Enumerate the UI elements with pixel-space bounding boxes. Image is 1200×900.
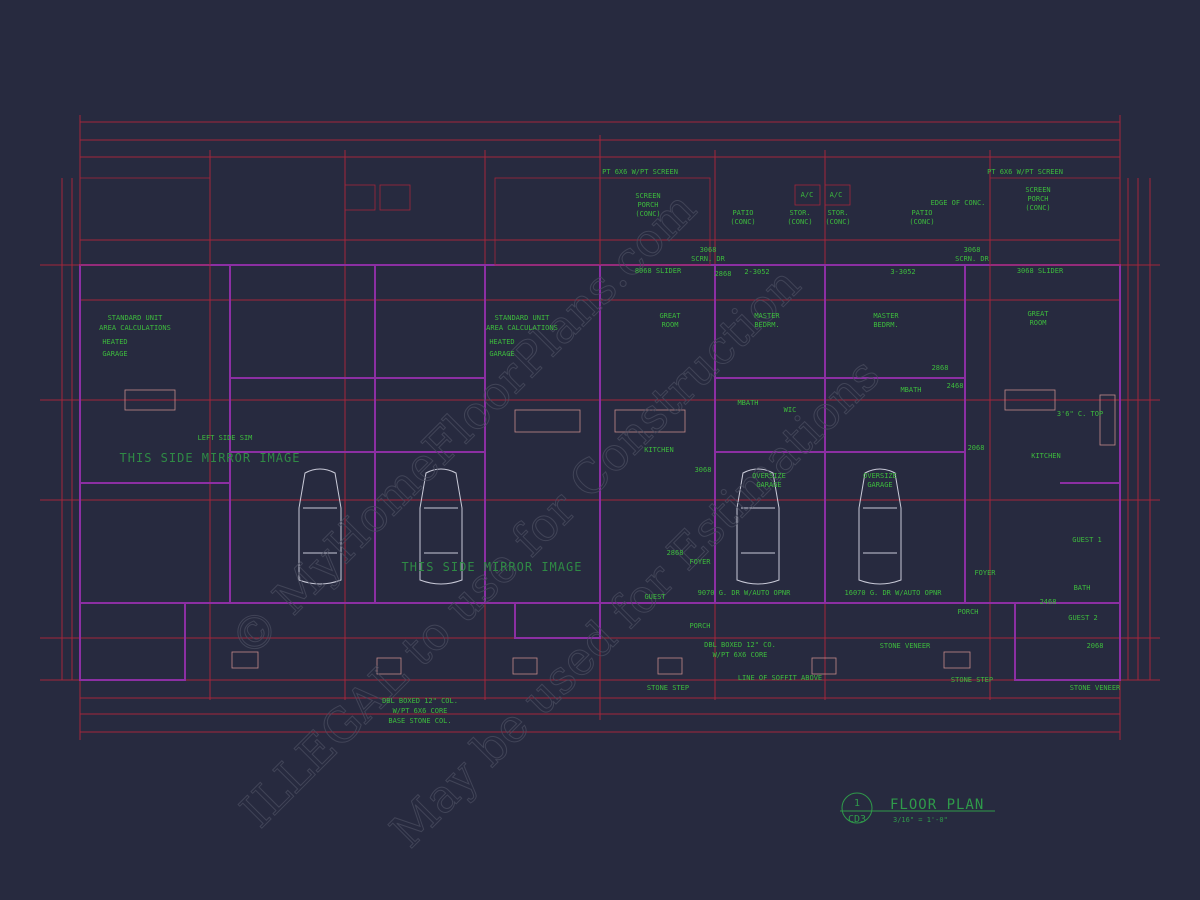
label: LINE OF SOFFIT ABOVE — [738, 674, 822, 682]
label: STONE VENEER — [880, 642, 931, 650]
walls — [79, 177, 1121, 681]
label: AREA CALCULATIONS — [486, 324, 558, 332]
label: BATH — [1074, 584, 1091, 592]
car-icon — [419, 468, 463, 585]
label: (CONC) — [635, 210, 660, 218]
label: STOR. — [789, 209, 810, 217]
label: (CONC) — [909, 218, 934, 226]
label: PATIO — [732, 209, 753, 217]
label: GUEST 2 — [1068, 614, 1098, 622]
sheet-number: CD3 — [848, 814, 866, 825]
label: 2068 — [968, 444, 985, 452]
car-icon — [736, 468, 780, 585]
label: (CONC) — [825, 218, 850, 226]
label: ROOM — [1030, 319, 1047, 327]
label: W/PT 6X6 CORE — [393, 707, 448, 715]
label: HEATED — [102, 338, 127, 346]
label: STOR. — [827, 209, 848, 217]
detail-bubble — [841, 792, 873, 824]
label: 9070 G. DR W/AUTO OPNR — [698, 589, 792, 597]
label: 3068 SLIDER — [1017, 267, 1064, 275]
drawing-title-block: 1 CD3 FLOOR PLAN 3/16" = 1'-0" — [840, 792, 995, 825]
label: PT 6X6 W/PT SCREEN — [987, 168, 1063, 176]
label: SCRN. DR — [955, 255, 990, 263]
label: (CONC) — [787, 218, 812, 226]
label: STANDARD UNIT — [108, 314, 164, 322]
label: 3068 — [695, 466, 712, 474]
label: DBL BOXED 12" CO. — [704, 641, 776, 649]
mirror-label: THIS SIDE MIRROR IMAGE — [120, 451, 301, 465]
label: OVERSIZE — [752, 472, 786, 480]
label: FOYER — [974, 569, 996, 577]
label: A/C — [801, 191, 814, 199]
label: 2-3052 — [744, 268, 769, 276]
label: 2468 — [947, 382, 964, 390]
label: AREA CALCULATIONS — [99, 324, 171, 332]
label: BEDRM. — [873, 321, 898, 329]
label: PATIO — [911, 209, 932, 217]
label: BEDRM. — [754, 321, 779, 329]
label: 2868 — [715, 270, 732, 278]
drawing-title: FLOOR PLAN — [890, 797, 984, 813]
detail-number: 1 — [854, 798, 860, 809]
label: STONE STEP — [951, 676, 993, 684]
label: STONE VENEER — [1070, 684, 1121, 692]
label: 3'6" C. TOP — [1057, 410, 1103, 418]
label: A/C — [830, 191, 843, 199]
label: PT 6X6 W/PT SCREEN — [602, 168, 678, 176]
label: MASTER — [873, 312, 899, 320]
label: KITCHEN — [1031, 452, 1061, 460]
car-icon — [858, 468, 902, 585]
label: 3068 — [964, 246, 981, 254]
label: OVERSIZE — [863, 472, 897, 480]
label: ROOM — [662, 321, 679, 329]
label: (CONC) — [1025, 204, 1050, 212]
label: GARAGE — [756, 481, 781, 489]
label: SCREEN — [635, 192, 660, 200]
label: MBATH — [737, 399, 758, 407]
label: GREAT — [659, 312, 681, 320]
label: PORCH — [689, 622, 710, 630]
label: STANDARD UNIT — [495, 314, 551, 322]
label: DBL BOXED 12" COL. — [382, 697, 458, 705]
label: 8068 SLIDER — [635, 267, 682, 275]
label: 2868 — [667, 549, 684, 557]
car-icon — [298, 468, 342, 585]
label: PORCH — [957, 608, 978, 616]
label: MASTER — [754, 312, 780, 320]
label: PORCH — [1027, 195, 1048, 203]
watermark: © MyHomeFloorPlans.com ILLEGAL to use fo… — [219, 181, 890, 859]
label: (CONC) — [730, 218, 755, 226]
label: SCREEN — [1025, 186, 1050, 194]
label: 2868 — [932, 364, 949, 372]
label: GUEST — [644, 593, 666, 601]
label: PORCH — [637, 201, 658, 209]
label: WIC — [784, 406, 797, 414]
label: BASE STONE COL. — [388, 717, 451, 725]
label: 2068 — [1087, 642, 1104, 650]
label: FOYER — [689, 558, 711, 566]
label: GARAGE — [489, 350, 514, 358]
label: HEATED — [489, 338, 514, 346]
label: GUEST 1 — [1072, 536, 1102, 544]
label: 2468 — [1040, 598, 1057, 606]
label: EDGE OF CONC. — [931, 199, 986, 207]
label: 3-3052 — [890, 268, 915, 276]
label: 3068 — [700, 246, 717, 254]
label: 16070 G. DR W/AUTO OPNR — [845, 589, 943, 597]
label: GARAGE — [867, 481, 892, 489]
label: LEFT SIDE SIM — [198, 434, 253, 442]
drawing-scale: 3/16" = 1'-0" — [893, 816, 948, 824]
mirror-label: THIS SIDE MIRROR IMAGE — [402, 560, 583, 574]
label: GREAT — [1027, 310, 1049, 318]
label: SCRN. DR — [691, 255, 726, 263]
label: W/PT 6X6 CORE — [713, 651, 768, 659]
label: KITCHEN — [644, 446, 674, 454]
label: STONE STEP — [647, 684, 689, 692]
label: MBATH — [900, 386, 921, 394]
room-labels: SCREEN PORCH (CONC) PATIO (CONC) STOR. (… — [99, 168, 1121, 725]
label: GARAGE — [102, 350, 127, 358]
